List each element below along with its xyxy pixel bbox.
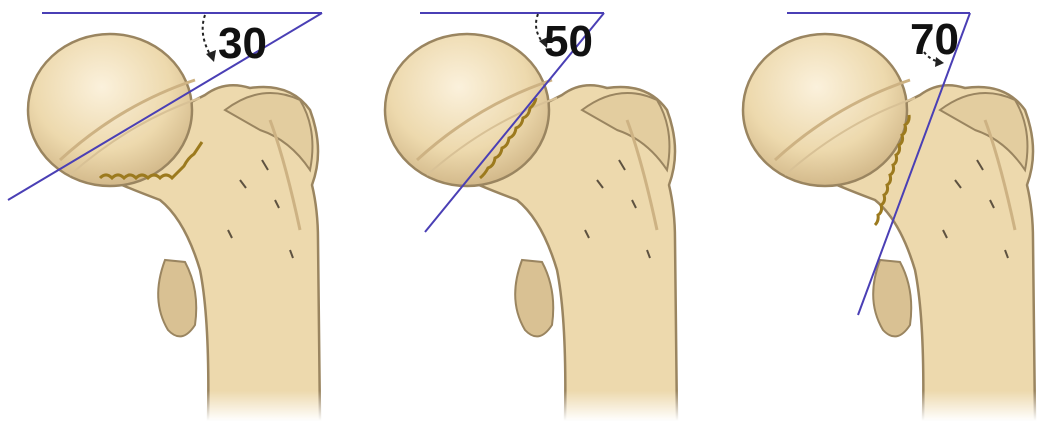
curved-arrow-icon	[203, 15, 212, 58]
femur-panel-3: 70	[730, 0, 1049, 421]
angle-label: 70	[910, 15, 959, 64]
femur-illustration	[372, 34, 702, 421]
femur-illustration	[0, 34, 330, 421]
femur-panel-2: 50	[372, 0, 702, 421]
femur-panel-1: 30	[0, 0, 330, 421]
angle-label: 30	[218, 19, 267, 68]
angle-label: 50	[544, 17, 593, 66]
